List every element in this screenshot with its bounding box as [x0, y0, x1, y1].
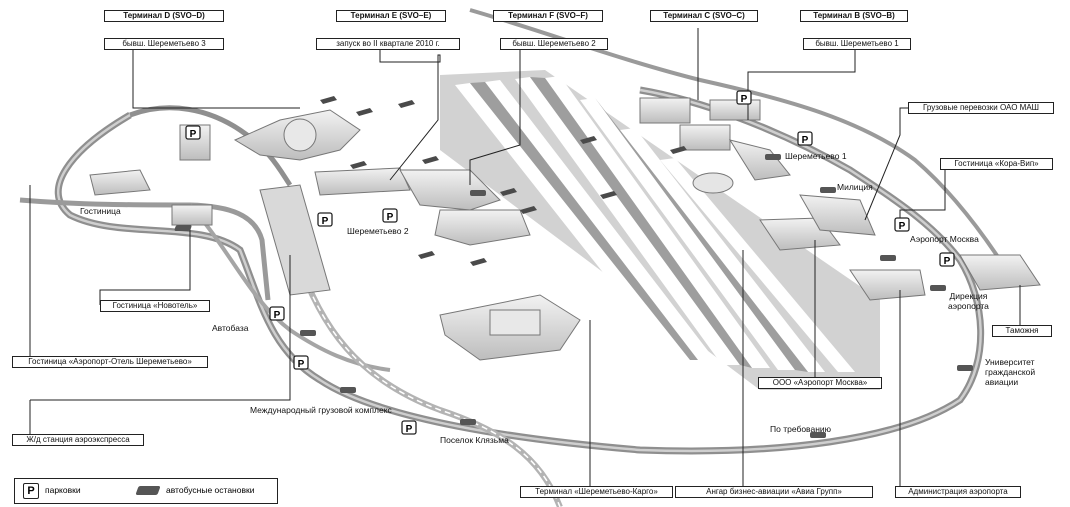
ooo-airport-callout: ООО «Аэропорт Москва» [758, 377, 882, 389]
parking-legend-icon: P [23, 483, 39, 499]
terminal-c-title: Терминал C (SVO–C) [650, 10, 758, 22]
hotel-kora-callout: Гостиница «Кора-Вип» [940, 158, 1053, 170]
label-intl-cargo: Международный грузовой комплекс [250, 405, 392, 415]
runway-cutouts [455, 76, 855, 372]
label-university: Университет гражданской авиации [985, 357, 1036, 387]
parking-markers: P P P P P P P P P P [185, 90, 955, 435]
hangar-callout: Ангар бизнес-авиации «Авиа Групп» [675, 486, 873, 498]
svg-text:P: P [944, 256, 951, 267]
hotel-airport-callout: Гостиница «Аэропорт-Отель Шереметьево» [12, 356, 208, 368]
terminal-d-title: Терминал D (SVO–D) [104, 10, 224, 22]
runways [470, 77, 808, 372]
aeroexpress-callout: Ж/д станция аэроэкспресса [12, 434, 144, 446]
label-directorate: Дирекция аэропорта [948, 291, 989, 311]
terminal-e-title: Терминал E (SVO–E) [336, 10, 446, 22]
cargo-complex [439, 294, 581, 361]
east-buildings [759, 194, 1041, 301]
parking-legend-label: парковки [45, 485, 81, 495]
svg-text:P: P [298, 359, 305, 370]
administration-callout: Администрация аэропорта [895, 486, 1021, 498]
label-sheremetyevo2: Шереметьево 2 [347, 226, 409, 236]
terminal-b-title: Терминал B (SVO–B) [800, 10, 908, 22]
hotel-novotel-callout: Гостиница «Новотель» [100, 300, 210, 312]
terminal-b-sub: бывш. Шереметьево 1 [803, 38, 911, 50]
bus-legend-icon [135, 486, 161, 495]
label-airport-moscow: Аэропорт Москва [910, 234, 979, 244]
bus-stops [174, 154, 973, 438]
label-poselok: Поселок Клязьма [440, 435, 509, 445]
west-road [19, 197, 271, 301]
terminal-d [233, 109, 361, 161]
cargo-terminal-callout: Терминал «Шереметьево-Карго» [520, 486, 673, 498]
svg-text:P: P [741, 94, 748, 105]
label-gostinitsa: Гостиница [80, 206, 121, 216]
bus-legend-label: автобусные остановки [166, 485, 255, 495]
svg-text:P: P [387, 212, 394, 223]
label-militsiya: Милиция [837, 182, 873, 192]
svg-text:P: P [406, 424, 413, 435]
svg-text:P: P [190, 129, 197, 140]
svg-text:P: P [322, 216, 329, 227]
terminal-f-sub: бывш. Шереметьево 2 [500, 38, 608, 50]
terminal-e-f [259, 167, 531, 296]
aircraft [320, 92, 687, 266]
svg-text:P: P [802, 135, 809, 146]
railway-line [294, 249, 561, 507]
cargo-mash-callout: Грузовые перевозки ОАО МАШ [908, 102, 1054, 114]
customs-callout: Таможня [992, 325, 1052, 337]
terminal-d-sub: бывш. Шереметьево 3 [104, 38, 224, 50]
map-legend: P парковки автобусные остановки [14, 478, 278, 504]
svg-text:P: P [274, 310, 281, 321]
outer-road-inner [57, 88, 982, 453]
terminal-f-title: Терминал F (SVO–F) [493, 10, 603, 22]
terminal-e-sub: запуск во II квартале 2010 г. [316, 38, 460, 50]
svg-text:P: P [899, 221, 906, 232]
label-on-request: По требованию [770, 424, 832, 434]
railway [292, 249, 563, 507]
label-avtobaza: Автобаза [212, 323, 249, 333]
label-sheremetyevo1: Шереметьево 1 [785, 151, 847, 161]
